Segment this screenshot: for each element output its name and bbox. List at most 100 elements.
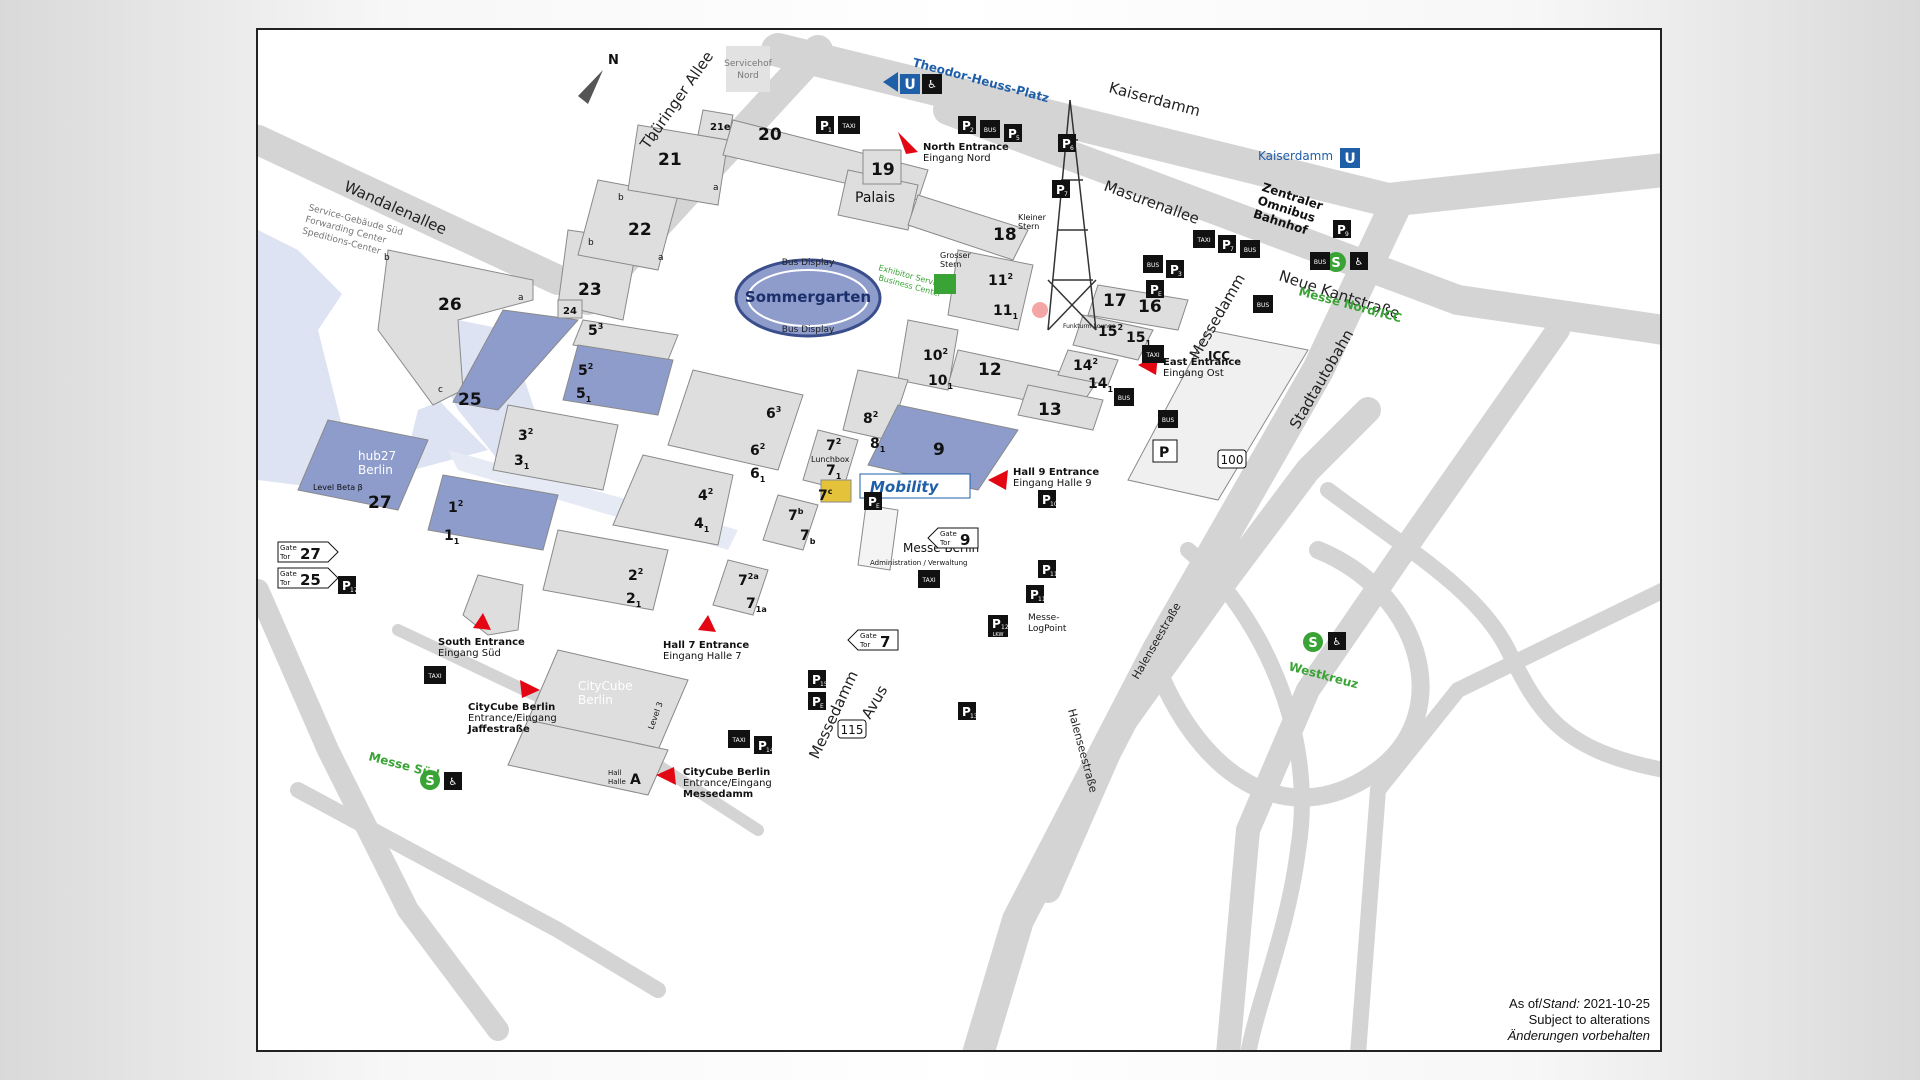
svg-text:BUS: BUS [1147,262,1160,269]
hall-15-1-label: 151 [1126,330,1151,348]
svg-text:P: P [1030,588,1039,602]
svg-text:Eingang Halle 7: Eingang Halle 7 [663,651,742,662]
hall-21-label: 21 [658,150,682,170]
hall-7-1-label: 71 [826,463,842,481]
svg-text:12: 12 [1001,624,1009,631]
svg-text:E: E [820,703,824,710]
gate-25: Gate Tor 25 [277,567,339,589]
svg-text:North Entrance: North Entrance [923,142,1009,153]
svg-text:5: 5 [1016,135,1020,142]
hall-25-label: 25 [458,390,482,410]
citycube-label: CityCube [578,679,633,693]
hall-10-2-label: 102 [923,347,948,364]
svg-text:c: c [438,385,443,395]
transit-kaiserdamm: Kaiserdamm U [1258,148,1360,168]
halls-layer [297,109,1309,796]
svg-text:♿: ♿ [1355,257,1364,268]
svg-text:P: P [1159,445,1169,461]
svg-text:9: 9 [960,531,970,549]
street-kaiserdamm: Kaiserdamm [1107,78,1202,120]
hall-2 [542,529,669,611]
svg-text:100: 100 [1221,453,1244,467]
bus-icon: BUS [1114,388,1134,406]
svg-text:Gate: Gate [860,632,877,640]
hall-16-label: 16 [1138,297,1162,317]
svg-text:17: 17 [350,587,358,594]
wheelchair-icon: ♿ [444,772,462,790]
bus-icon: BUS [1310,252,1330,270]
bus-icon: BUS [1253,295,1273,313]
hall-24-label: 24 [563,306,577,317]
servicehof-nord: Servicehof Nord [724,46,773,92]
hall-10-1-label: 101 [928,373,953,391]
svg-text:Tor: Tor [279,553,290,561]
hall-23-label: 23 [578,280,602,300]
svg-text:♿: ♿ [1333,637,1342,648]
hall-3 [492,404,619,491]
exhibitor-service-icon [934,274,956,294]
hall-4-2-label: 42 [698,487,713,504]
hall-4-1-label: 41 [694,516,710,534]
taxi-icon: TAXI [1142,345,1164,363]
funkturm-label: Funkturm Lounge [1063,323,1116,330]
wheelchair-icon: ♿ [1350,252,1368,270]
logpoint-label: Messe- [1028,613,1059,623]
svg-text:S: S [425,774,434,789]
svg-text:10: 10 [1050,501,1058,508]
svg-text:Gate: Gate [940,530,957,538]
svg-text:Berlin: Berlin [578,693,613,707]
svg-text:TAXI: TAXI [921,577,935,584]
hall-7-a [712,559,769,616]
bus-display-top: Bus Display [782,258,835,268]
hall-9-label: 9 [933,440,945,460]
svg-text:P: P [1042,493,1051,507]
svg-text:LogPoint: LogPoint [1028,624,1067,634]
s-bahn-icon [1303,632,1323,652]
road-number-115: 115 [837,719,867,739]
svg-text:BUS: BUS [1314,259,1327,266]
hall-18 [907,194,1029,261]
svg-text:U: U [1344,151,1355,167]
hall-2-2-label: 22 [628,567,643,584]
svg-text:27: 27 [300,545,321,563]
svg-text:115: 115 [841,723,864,737]
hall-a-label: Hall [608,769,621,777]
svg-text:9: 9 [1345,231,1349,238]
hall-17-label: 17 [1103,291,1127,311]
svg-text:P: P [812,695,821,709]
north-arrow-icon: N [578,53,619,104]
svg-text:Servicehof: Servicehof [724,59,772,69]
hall-south-round [462,574,524,636]
hall-4 [612,454,734,546]
hall-15-2-label: 152 [1098,323,1123,340]
taxi-icon: TAXI [1193,230,1215,248]
svg-text:Eingang Halle 9: Eingang Halle 9 [1013,478,1092,489]
parking-icon: P [1152,439,1178,463]
svg-text:S: S [1308,636,1317,651]
svg-text:a: a [658,253,664,263]
hall-7-b-label: 7b [788,507,804,524]
level-beta-label: Level Beta β [313,483,363,492]
svg-text:Entrance/Eingang: Entrance/Eingang [683,778,772,789]
hall-18-label: 18 [993,225,1017,245]
svg-text:TAXI: TAXI [731,737,745,744]
svg-text:Eingang Süd: Eingang Süd [438,648,501,659]
hall-7-b [762,494,819,551]
svg-text:Entrance/Eingang: Entrance/Eingang [468,713,557,724]
svg-text:S: S [1331,256,1340,271]
svg-text:Eingang Nord: Eingang Nord [923,153,991,164]
hall-9 [867,404,1019,491]
entrance-citycube-jaffe: CityCube Berlin Entrance/Eingang Jaffest… [467,680,557,735]
hall-a-letter: A [630,772,641,788]
svg-text:TAXI: TAXI [427,673,441,680]
u-bahn-icon [1340,148,1360,168]
svg-text:CityCube Berlin: CityCube Berlin [683,767,770,778]
svg-text:P: P [992,617,1001,631]
street-avus: Avus [858,682,891,722]
